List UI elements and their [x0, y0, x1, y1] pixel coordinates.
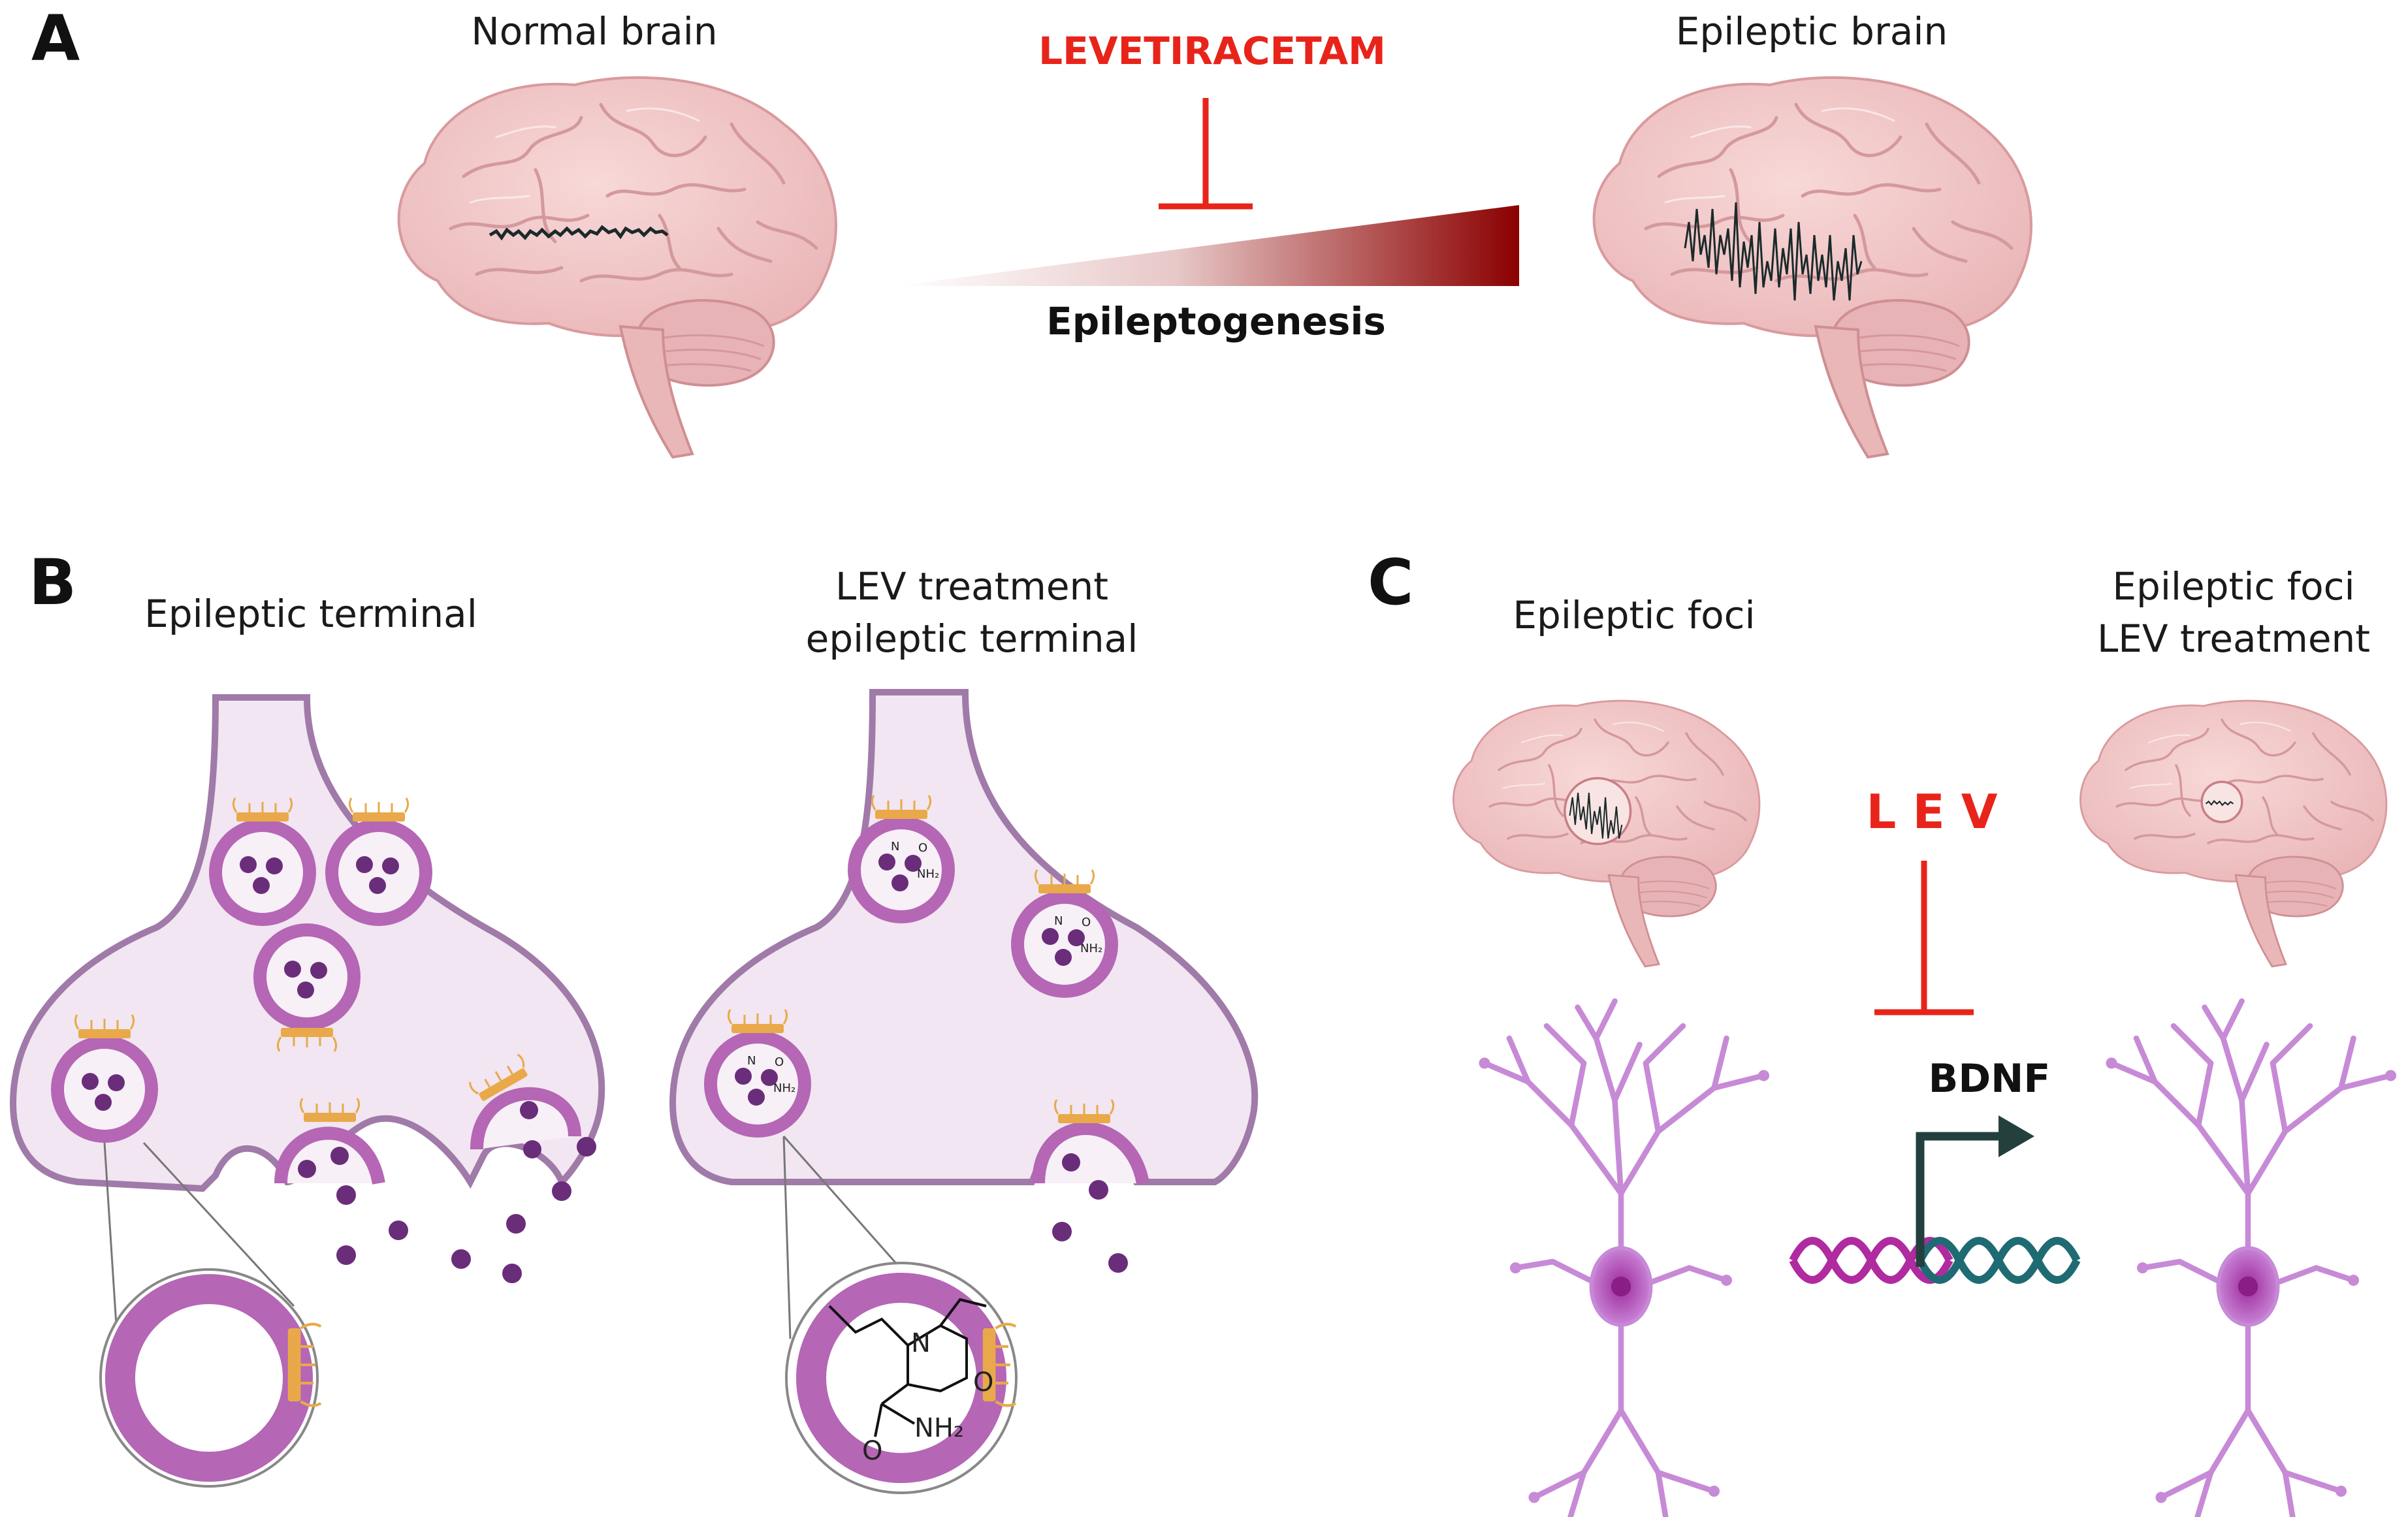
eeg-trace-normal	[489, 225, 669, 241]
chem-nh2: NH₂	[773, 1081, 795, 1095]
chem-o: O	[775, 1055, 784, 1069]
synaptic-vesicle-lev: N O NH₂	[704, 1008, 811, 1138]
epileptic-terminal	[9, 694, 605, 1283]
lev-treated-terminal: N O NH₂ N O NH₂ N O NH₂	[669, 689, 1259, 1273]
epileptic-foci-title: Epileptic foci	[1513, 593, 1755, 637]
treated-foci-brain-icon	[2079, 699, 2388, 968]
chem-n: N	[747, 1054, 756, 1068]
chem-o-large: O	[973, 1367, 993, 1397]
dna-helix	[1789, 1237, 2081, 1284]
levetiracetam-label: LEVETIRACETAM	[1038, 29, 1386, 73]
epileptic-foci-brain-icon	[1452, 699, 1761, 968]
epileptic-brain-icon	[1594, 78, 2031, 457]
panel-label-c: C	[1368, 546, 1413, 619]
chem-nh2-large: NH₂	[914, 1413, 964, 1443]
vesicle-zoom-right: N O O NH₂	[782, 1136, 1018, 1494]
lev-foci-title-line1: Epileptic foci	[2112, 564, 2354, 609]
fusing-vesicle	[274, 1097, 385, 1185]
chem-n: N	[1054, 914, 1063, 928]
epileptic-brain-label: Epileptic brain	[1676, 9, 1948, 54]
lev-terminal-title-line1: LEV treatment	[835, 564, 1108, 609]
normal-brain-icon	[399, 78, 836, 457]
synaptic-vesicle-lev: N O NH₂	[1011, 869, 1118, 998]
chem-nh2: NH₂	[1080, 942, 1102, 955]
normal-brain-label: Normal brain	[471, 9, 717, 54]
bdnf-label: BDNF	[1929, 1056, 2051, 1102]
epileptic-terminal-title: Epileptic terminal	[144, 592, 477, 636]
eeg-trace-foci	[1569, 792, 1623, 839]
vesicle-zoom-left	[99, 1142, 321, 1488]
promoter-arrow	[1916, 1115, 2034, 1267]
chem-n-large: N	[911, 1328, 931, 1358]
inhibition-symbol-a	[1159, 98, 1253, 210]
lev-terminal-title-line2: epileptic terminal	[806, 616, 1138, 661]
inhibition-symbol-c	[1874, 861, 1974, 1015]
eeg-trace-treated	[2205, 800, 2234, 806]
chem-o: O	[1082, 916, 1091, 929]
panel-label-a: A	[31, 2, 80, 75]
fusing-vesicle	[1032, 1098, 1149, 1185]
lev-foci-title-line2: LEV treatment	[2097, 616, 2370, 661]
synaptic-vesicle-lev: N O NH₂	[848, 794, 955, 923]
neuron-icon-left	[1479, 1001, 1769, 1517]
lev-label: L E V	[1867, 784, 1998, 839]
chem-n: N	[891, 840, 899, 854]
fusing-vesicle	[467, 1052, 581, 1158]
panel-label-b: B	[29, 546, 76, 619]
neuron-icon-right	[2106, 1001, 2396, 1517]
chem-o-large: O	[862, 1436, 882, 1466]
epileptogenesis-label: Epileptogenesis	[1046, 299, 1386, 343]
chem-o: O	[918, 841, 927, 855]
levetiracetam-structure	[828, 1298, 987, 1437]
neurotransmitter-cloud	[1052, 1180, 1128, 1273]
neurotransmitter-cloud	[336, 1137, 596, 1283]
epileptogenesis-wedge	[895, 205, 1519, 286]
chem-nh2: NH₂	[917, 867, 939, 881]
eeg-trace-epileptic	[1684, 202, 1863, 301]
